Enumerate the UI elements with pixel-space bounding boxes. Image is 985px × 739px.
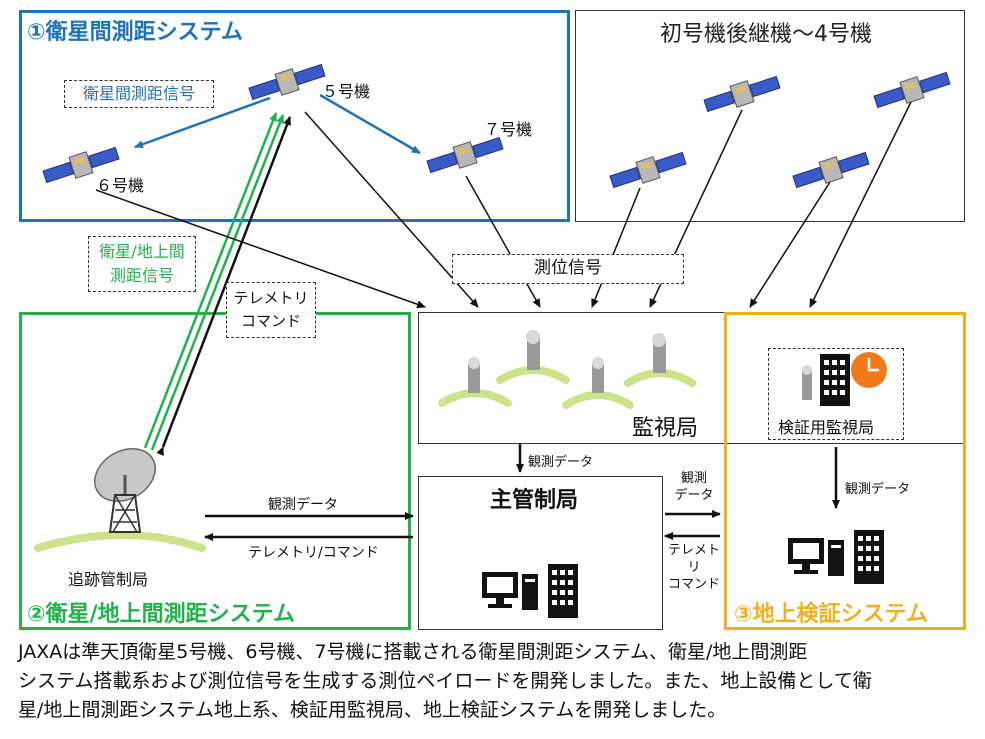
- caption-line: JAXAは準天頂衛星5号機、6号機、7号機に搭載される衛星間測距システム、衛星/…: [18, 641, 808, 663]
- monitoring-antennas: [438, 330, 696, 409]
- main-control-station-box: [418, 476, 663, 630]
- caption-line: 星/地上間測距システム地上系、検証用監視局、地上検証システムを開発しました。: [18, 699, 727, 721]
- verification-station-box: [768, 348, 904, 440]
- ground-verification-system-title: ③地上検証システム: [734, 602, 928, 627]
- caption-line: システム搭載系および測位信号を生成する測位ペイロードを開発しました。また、地上設…: [18, 670, 872, 692]
- building-icon: [820, 354, 850, 406]
- dish-antenna-icon: [34, 448, 206, 552]
- sat-ground-signal-label: 衛星/地上間 測距信号: [88, 236, 196, 292]
- successor-satellites-title: 初号機後継機～4号機: [660, 22, 872, 47]
- telemetry-command-label-main: テレメトリ コマンド: [667, 543, 720, 592]
- observation-data-label-monitor: 観測データ: [528, 455, 594, 470]
- clock-icon: [851, 352, 887, 388]
- satellite-icon: [609, 152, 687, 188]
- satellite-icon: [248, 64, 326, 100]
- observation-data-label-main: 観測 データ: [674, 471, 714, 503]
- antenna-icon: [438, 357, 512, 407]
- ground-verification-system-box: [724, 312, 966, 630]
- telemetry-command-label-tracking: テレメトリ/コマンド: [248, 545, 379, 561]
- inter-satellite-system-box: [19, 10, 570, 222]
- computer-icon: [788, 538, 844, 576]
- antenna-icon: [496, 330, 570, 384]
- verification-station-label: 検証用監視局: [778, 418, 875, 437]
- antenna-icon: [562, 357, 634, 409]
- successor-satellites-box: [575, 10, 965, 222]
- inter-satellite-system-title: ①衛星間測距システム: [27, 20, 243, 45]
- satellite-icon: [703, 76, 781, 112]
- building-icon: [548, 564, 578, 618]
- caption: JAXAは準天頂衛星5号機、6号機、7号機に搭載される衛星間測距システム、衛星/…: [18, 638, 978, 725]
- inter-satellite-signal-label: 衛星間測距信号: [64, 80, 214, 108]
- main-control-equipment: [482, 564, 578, 618]
- satellite-6-label: ６号機: [96, 176, 145, 195]
- tracking-station-label: 追跡管制局: [68, 570, 149, 589]
- observation-data-label-tracking: 観測データ: [268, 497, 338, 513]
- antenna-icon: [802, 365, 812, 400]
- verification-station-icons: [802, 352, 887, 406]
- verification-equipment: [788, 530, 884, 584]
- observation-data-label-verification: 観測データ: [845, 482, 911, 497]
- telemetry-command-label: テレメトリ コマンド: [226, 282, 316, 338]
- building-icon: [854, 530, 884, 584]
- satellite-icon: [792, 152, 870, 188]
- main-control-station-label: 主管制局: [490, 488, 579, 513]
- satellite-icon: [873, 72, 951, 108]
- satellite-5-label: ５号機: [322, 82, 371, 101]
- antenna-icon: [624, 333, 696, 387]
- sat-ground-system-title: ②衛星/地上間測距システム: [27, 602, 296, 627]
- positioning-signal-label: 測位信号: [452, 254, 684, 284]
- monitoring-station-label: 監視局: [632, 416, 699, 441]
- satellite-7-label: ７号機: [484, 120, 533, 139]
- computer-icon: [482, 572, 538, 610]
